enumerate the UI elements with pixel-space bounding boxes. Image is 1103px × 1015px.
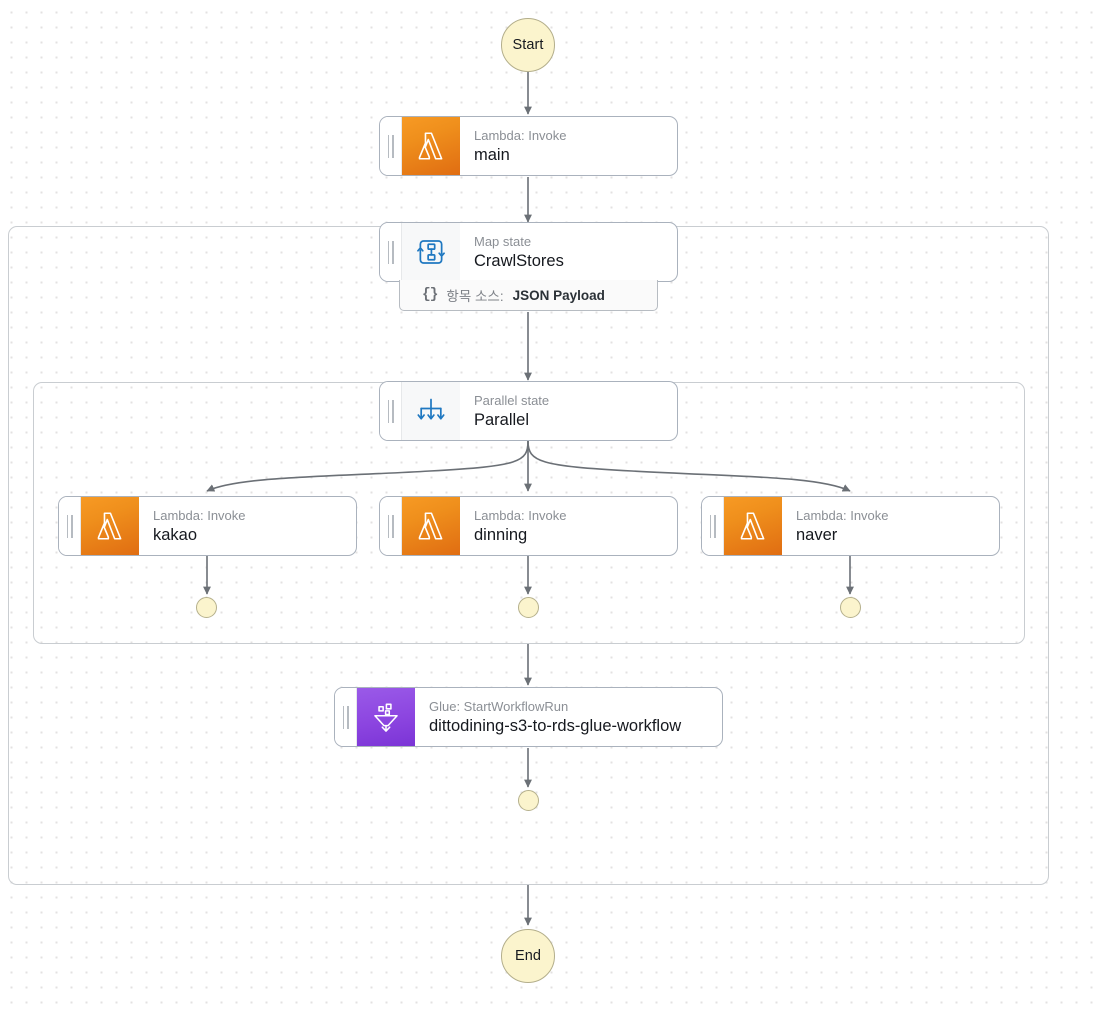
state-node-title: dinning [474,525,528,544]
branch-end-dinning[interactable] [518,597,539,618]
state-node-dinning[interactable]: Lambda: Invoke dinning [379,496,678,556]
state-node-glue-workflow[interactable]: Glue: StartWorkflowRun dittodining-s3-to… [334,687,723,747]
branch-end-glue[interactable] [518,790,539,811]
state-node-naver[interactable]: Lambda: Invoke naver [701,496,1000,556]
state-node-kind: Lambda: Invoke [474,127,567,143]
state-node-title: Parallel [474,410,530,429]
drag-handle[interactable] [380,382,402,440]
map-state-icon [402,223,460,281]
json-braces-icon: {} [422,287,438,303]
item-source-label: 항목 소스: [446,289,504,304]
lambda-icon [402,497,460,555]
drag-handle[interactable] [335,688,357,746]
state-node-kind: Lambda: Invoke [153,507,246,523]
state-node-crawlstores[interactable]: Map state CrawlStores [379,222,678,282]
state-node-title: naver [796,525,838,544]
lambda-icon [81,497,139,555]
end-node-label: End [514,948,542,964]
state-node-title: main [474,145,510,164]
state-node-kakao[interactable]: Lambda: Invoke kakao [58,496,357,556]
state-node-title: kakao [153,525,198,544]
glue-icon [357,688,415,746]
drag-handle[interactable] [380,497,402,555]
state-node-parallel[interactable]: Parallel state Parallel [379,381,678,441]
state-node-kind: Lambda: Invoke [474,507,567,523]
drag-handle[interactable] [380,223,402,281]
start-node-label: Start [512,37,544,53]
state-node-kind: Parallel state [474,392,550,408]
state-node-kind: Map state [474,233,532,249]
drag-handle[interactable] [59,497,81,555]
lambda-icon [724,497,782,555]
lambda-icon [402,117,460,175]
state-node-title: dittodining-s3-to-rds-glue-workflow [429,716,682,735]
state-node-kind: Glue: StartWorkflowRun [429,698,569,714]
branch-end-kakao[interactable] [196,597,217,618]
state-node-title: CrawlStores [474,251,564,270]
branch-end-naver[interactable] [840,597,861,618]
drag-handle[interactable] [380,117,402,175]
state-node-main[interactable]: Lambda: Invoke main [379,116,678,176]
end-node[interactable]: End [501,929,555,983]
start-node[interactable]: Start [501,18,555,72]
state-node-kind: Lambda: Invoke [796,507,889,523]
map-item-source-bar[interactable]: {} 항목 소스: JSON Payload [399,280,658,311]
parallel-state-icon [402,382,460,440]
item-source-value: JSON Payload [512,287,605,303]
drag-handle[interactable] [702,497,724,555]
